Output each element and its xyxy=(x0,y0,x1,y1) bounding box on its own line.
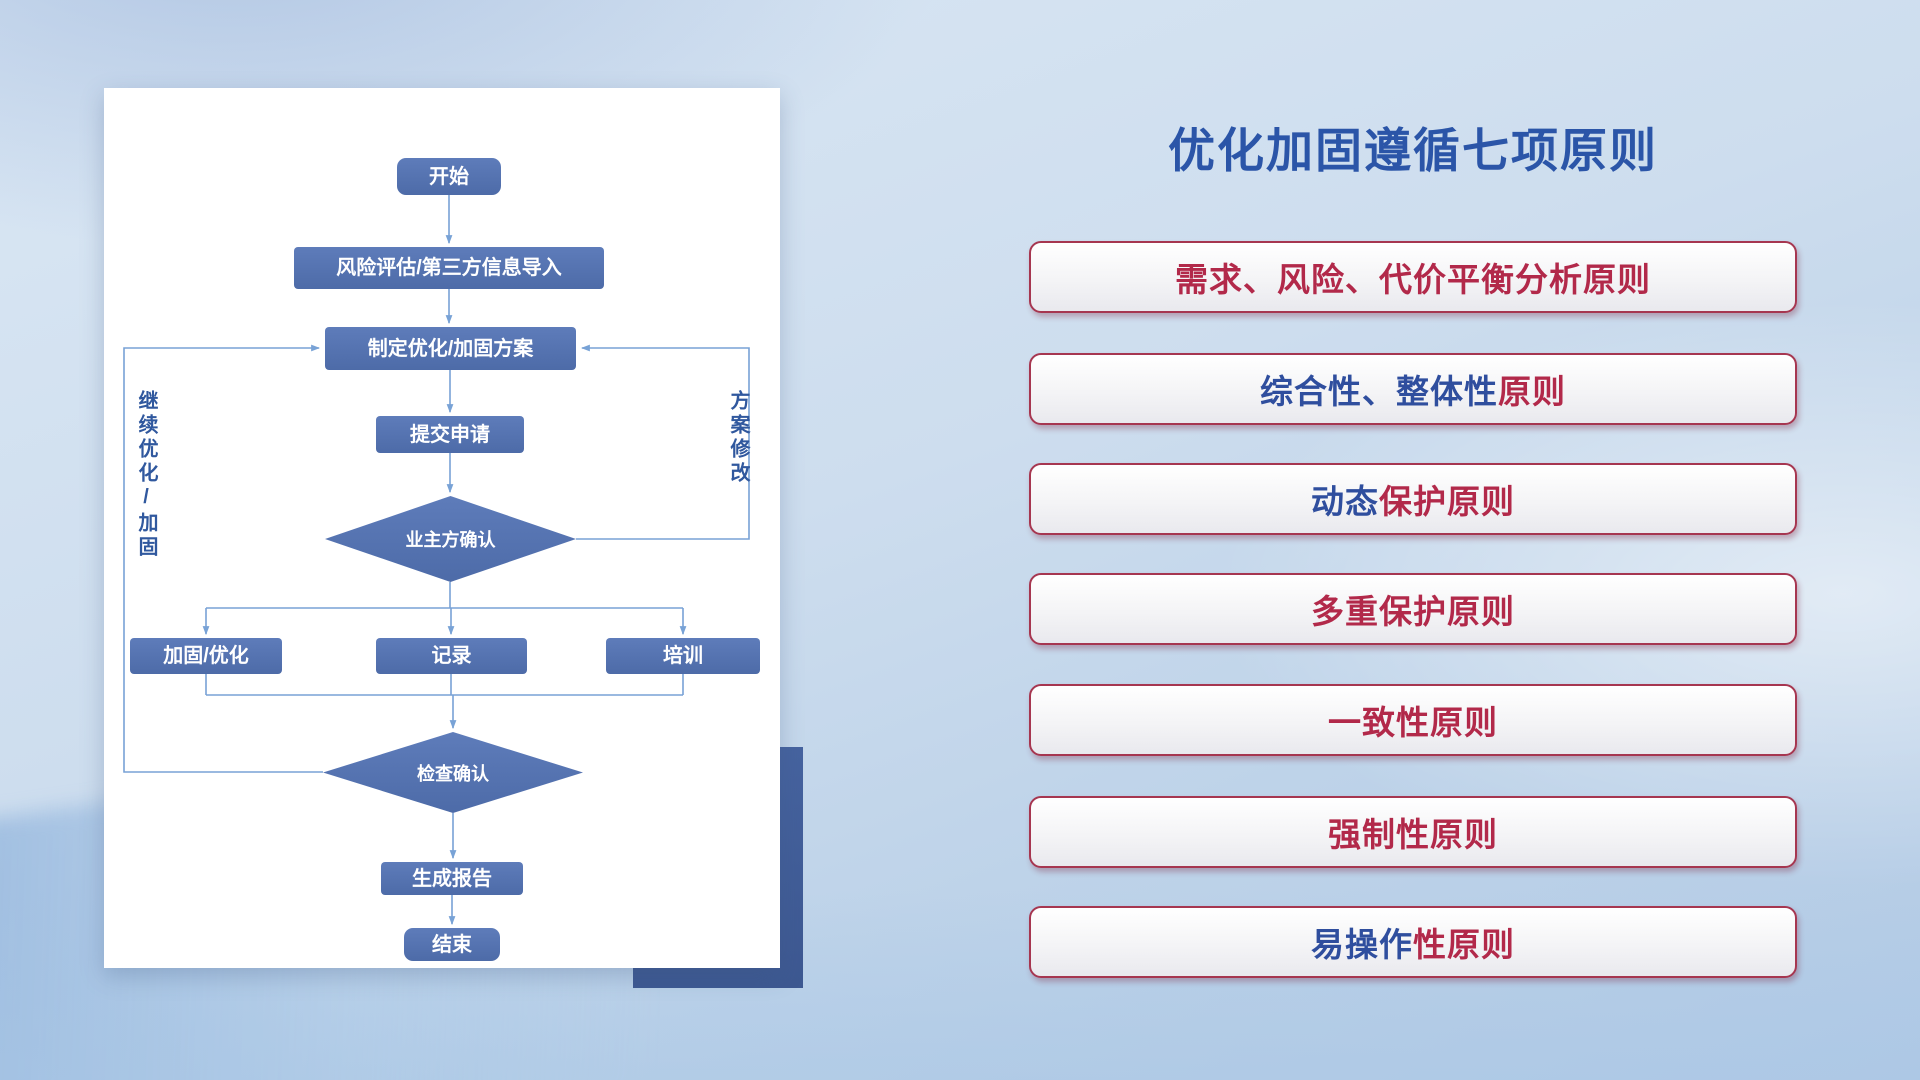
flow-node-start: 开始 xyxy=(397,158,501,195)
principle-text-segment: 一致性原则 xyxy=(1328,704,1498,741)
principle-text-segment: 需求、风险、代价平衡分析原则 xyxy=(1175,261,1651,298)
flowchart-connectors xyxy=(123,195,750,926)
principle-card: 易操作性原则 xyxy=(1029,906,1797,978)
principle-text-segment: 易操作 xyxy=(1311,926,1413,963)
loop-label-continue-optimize: 继续优化/加固 xyxy=(135,390,157,560)
flowchart-card: 开始 风险评估/第三方信息导入 制定优化/加固方案 提交申请 业主方确认 加固/… xyxy=(104,88,780,968)
flow-node-end: 结束 xyxy=(404,928,500,961)
flow-node-train: 培训 xyxy=(606,638,760,674)
principle-text-segment: 保护原则 xyxy=(1379,483,1515,520)
flow-node-submit: 提交申请 xyxy=(376,416,524,453)
flow-node-reinforce: 加固/优化 xyxy=(130,638,282,674)
flow-node-record: 记录 xyxy=(376,638,527,674)
principle-text-segment: 原则 xyxy=(1498,373,1566,410)
principle-text-segment: 强制性原则 xyxy=(1328,816,1498,853)
loop-label-plan-revision: 方案修改 xyxy=(727,390,749,486)
flow-node-report: 生成报告 xyxy=(381,862,523,895)
flow-node-make-plan: 制定优化/加固方案 xyxy=(325,327,576,370)
principle-text-segment: 多重保护原则 xyxy=(1311,593,1515,630)
principle-card: 综合性、整体性原则 xyxy=(1029,353,1797,425)
principle-card: 强制性原则 xyxy=(1029,796,1797,868)
principle-card: 需求、风险、代价平衡分析原则 xyxy=(1029,241,1797,313)
principle-text-segment: 综合性、整体性 xyxy=(1260,373,1498,410)
principle-text-segment: 动态 xyxy=(1311,483,1379,520)
principle-card: 动态保护原则 xyxy=(1029,463,1797,535)
principle-card: 多重保护原则 xyxy=(1029,573,1797,645)
principle-text-segment: 性原则 xyxy=(1413,926,1515,963)
panel-title: 优化加固遵循七项原则 xyxy=(1168,124,1658,177)
principle-card: 一致性原则 xyxy=(1029,684,1797,756)
flow-node-risk-import: 风险评估/第三方信息导入 xyxy=(294,247,604,289)
